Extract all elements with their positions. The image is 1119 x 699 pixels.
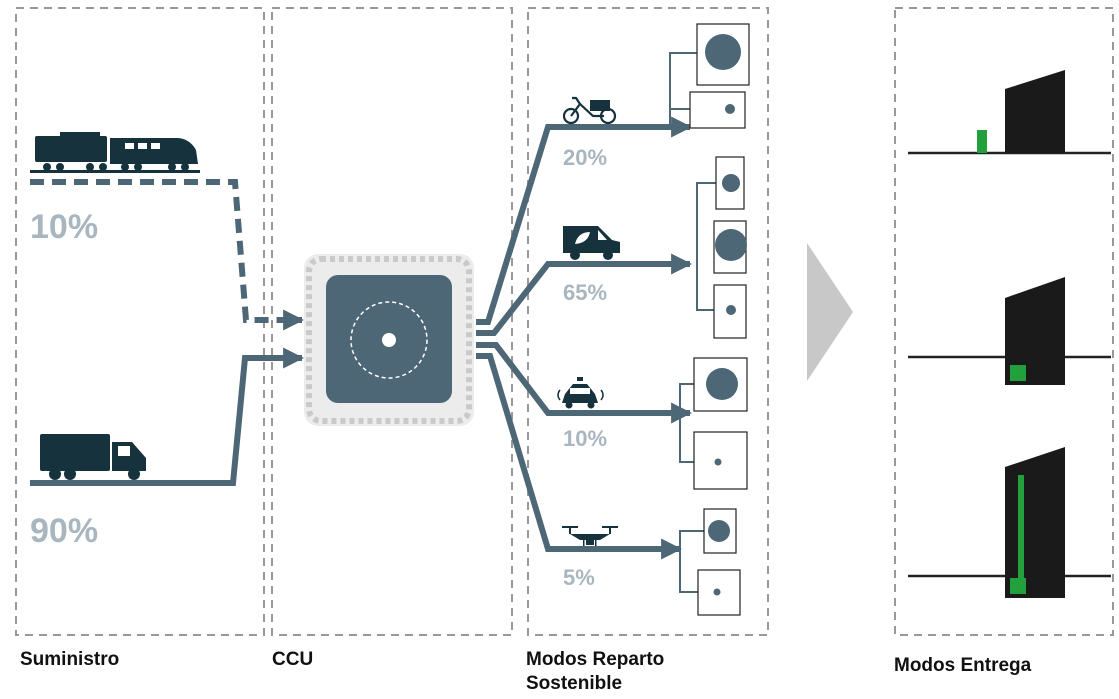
delivery-mode-street-locker (908, 70, 1111, 155)
delivery-mode-building-ground-floor (908, 277, 1111, 385)
ccu-label: CCU (272, 649, 314, 670)
electric-van-icon (563, 226, 620, 260)
train-icon (30, 132, 200, 173)
train-share-percent: 10% (30, 208, 98, 246)
drone-icon (562, 526, 618, 546)
modos-reparto-section-box (527, 7, 769, 636)
electric-van-flow (476, 253, 693, 336)
modos-reparto-label: Modos Reparto Sostenible (526, 649, 665, 694)
drone-flow (476, 353, 683, 560)
cargo-bike-icon (562, 96, 617, 125)
delivery-mode-building-door (908, 447, 1111, 598)
drone-percent: 5% (563, 565, 595, 590)
autonomous-car-flow (476, 342, 693, 424)
drone-delivery-points (697, 508, 741, 616)
truck-supply-flow (30, 347, 305, 486)
truck-share-percent: 90% (30, 512, 98, 550)
ccu-section-box (271, 7, 513, 636)
transition-arrow-icon (807, 243, 853, 381)
truck-icon (40, 434, 146, 480)
train-supply-flow (30, 179, 305, 331)
electric-van-delivery-points (713, 156, 747, 339)
ccu-hub-icon (304, 254, 474, 426)
autonomous-car-percent: 10% (563, 426, 607, 451)
autonomous-car-icon (557, 377, 604, 409)
cargo-bike-flow (476, 116, 693, 325)
modos-entrega-label: Modos Entrega (894, 655, 1032, 676)
electric-van-percent: 65% (563, 280, 607, 305)
suministro-label: Suministro (20, 649, 120, 670)
cargo-bike-percent: 20% (563, 145, 607, 170)
autonomous-car-delivery-points (693, 357, 748, 490)
cargo-bike-delivery-points (689, 23, 750, 129)
modos-entrega-section-box (894, 7, 1114, 636)
